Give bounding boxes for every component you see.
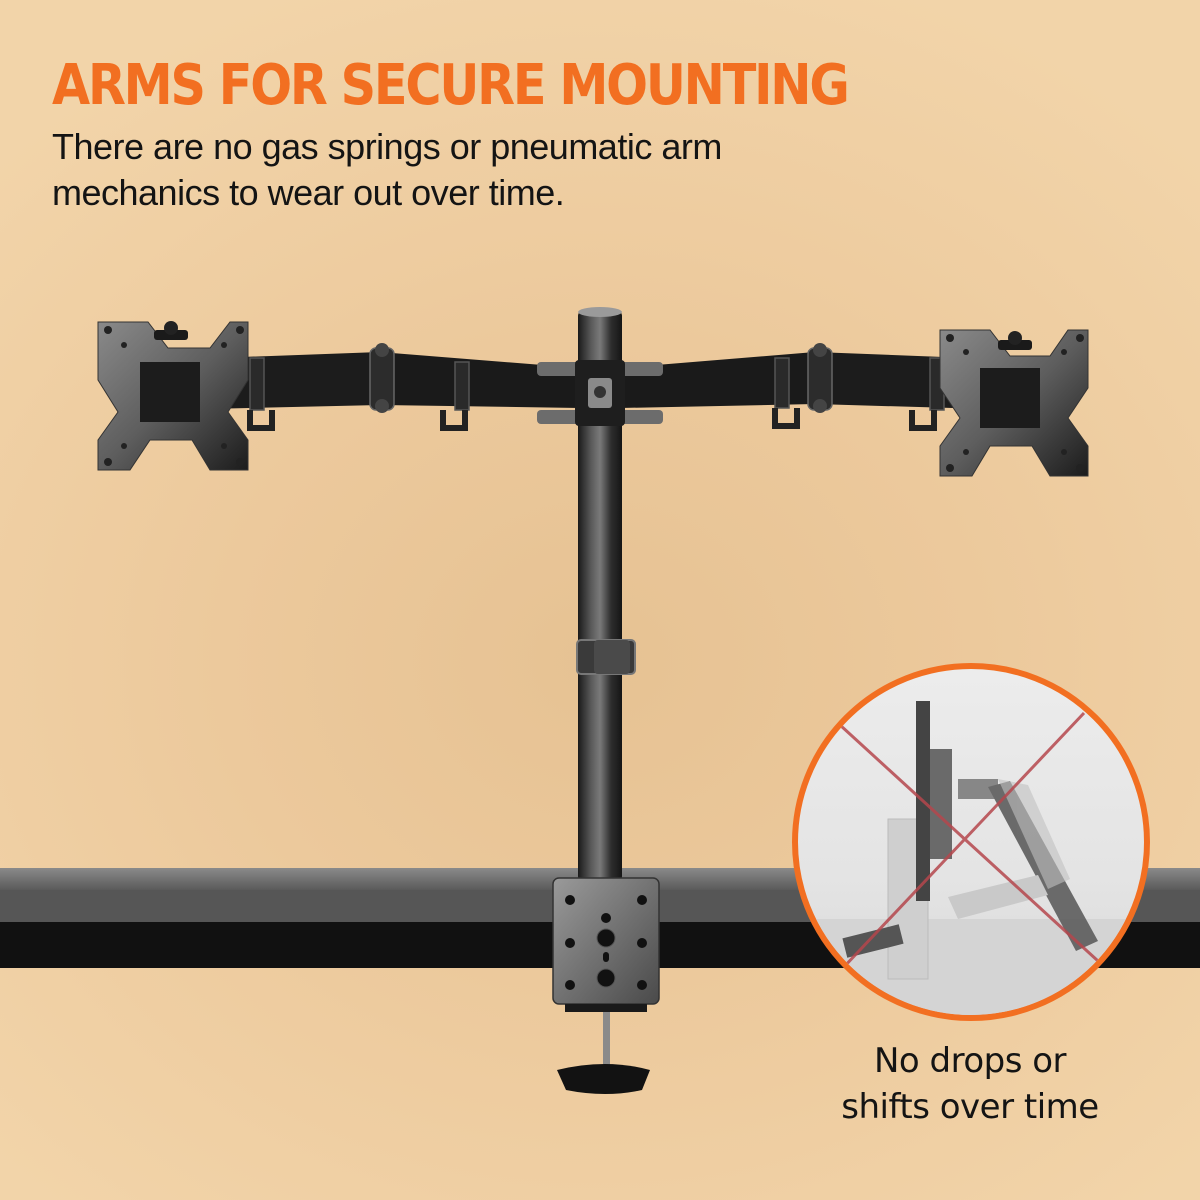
clamp-screw	[603, 1012, 610, 1066]
x-mark-icon	[838, 711, 1100, 971]
headline: ARMS FOR SECURE MOUNTING	[52, 53, 850, 118]
center-hub	[537, 360, 663, 426]
subtext: There are no gas springs or pneumatic ar…	[52, 124, 852, 216]
inset-keyboard	[842, 924, 904, 958]
clamp-knob	[557, 1064, 650, 1094]
subtext-line-1: There are no gas springs or pneumatic ar…	[52, 126, 722, 167]
vesa-plate-right	[939, 329, 1089, 477]
inset-caption: No drops or shifts over time	[820, 1038, 1120, 1130]
inset-caption-line-2: shifts over time	[841, 1087, 1099, 1127]
inset-gas-spring-comparison	[792, 663, 1150, 1021]
center-pole	[576, 307, 636, 882]
vesa-plate-left	[97, 321, 249, 471]
subtext-line-2: mechanics to wear out over time.	[52, 172, 565, 213]
inset-caption-line-1: No drops or	[873, 1041, 1067, 1081]
desk-clamp	[552, 877, 660, 1094]
gas-spring-arm-icon	[958, 779, 1098, 951]
